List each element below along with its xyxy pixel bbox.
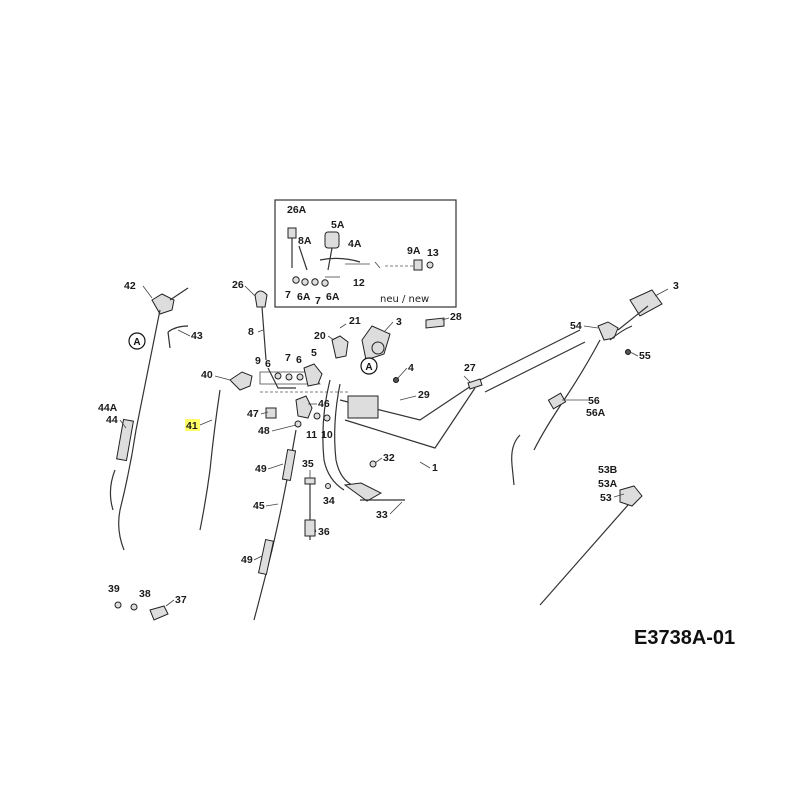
part-label: 49: [241, 554, 253, 566]
part-label: 6: [265, 358, 271, 370]
part-label: 27: [464, 362, 476, 374]
circle-marker-a-left: A: [128, 332, 146, 350]
part-label: 10: [321, 429, 333, 441]
inset-detail: [274, 199, 457, 308]
cable-45: [253, 429, 331, 621]
part-label: 37: [175, 594, 187, 606]
part-label: 5A: [331, 219, 345, 231]
part-label: 53B: [598, 464, 618, 476]
drawing-code: E3738A-01: [634, 627, 736, 649]
part-label: 3: [396, 316, 402, 328]
handle-frame: [322, 317, 586, 502]
part-label: 41: [186, 420, 198, 432]
part-label: 8A: [298, 235, 312, 247]
part-label: 20: [314, 330, 326, 342]
part-label: 49: [255, 463, 267, 475]
part-label: 13: [427, 247, 439, 259]
part-label: 9A: [407, 245, 421, 257]
part-label: 40: [201, 369, 213, 381]
part-label: 33: [376, 509, 388, 521]
part-label: 3: [673, 280, 679, 292]
part-label: 56A: [586, 407, 606, 419]
part-label: 4: [408, 362, 414, 374]
part-label: 36: [318, 526, 330, 538]
part-label: 39: [108, 583, 120, 595]
part-label: 44: [106, 414, 118, 426]
part-label: 34: [323, 495, 335, 507]
part-label: 43: [191, 330, 203, 342]
part-label: 48: [258, 425, 270, 437]
part-label: 55: [639, 350, 651, 362]
cable-41: [199, 371, 253, 531]
part-label: 6A: [326, 291, 340, 303]
part-label: 6A: [297, 291, 311, 303]
leader-lines: [119, 285, 669, 607]
part-label: 53: [600, 492, 612, 504]
circle-marker-label: A: [133, 337, 140, 348]
part-label: 44A: [98, 402, 118, 414]
part-label: 53A: [598, 478, 618, 490]
small-hardware: [114, 601, 169, 621]
right-grip: [511, 289, 663, 486]
part-label: 4A: [348, 238, 362, 250]
part-41-highlight: [185, 419, 200, 431]
circle-marker-a-center: A: [360, 357, 378, 375]
part-label: 26: [232, 279, 244, 291]
part-label: 11: [306, 429, 317, 441]
part-label: 42: [124, 280, 136, 292]
part-label: 47: [247, 408, 259, 420]
part-label: 8: [248, 326, 254, 338]
inset-note: neu / new: [380, 294, 429, 305]
part-label: 1: [432, 462, 438, 474]
control-bracket: [259, 363, 350, 428]
throttle-cable: [539, 485, 643, 606]
part-label: 45: [253, 500, 265, 512]
part-label: 6: [296, 354, 302, 366]
part-label: 56: [588, 395, 600, 407]
part-label: 32: [383, 452, 395, 464]
left-cable-assembly: [109, 287, 189, 551]
part-label: 35: [302, 458, 314, 470]
part-label: 46: [318, 398, 330, 410]
part-label: 12: [353, 277, 365, 289]
part-labels: 26A 5A 8A 4A 9A 13 7 6A 7 6A 12 42 43 26…: [98, 204, 679, 606]
part-label: 29: [418, 389, 430, 401]
part-label: 5: [311, 347, 317, 359]
part-label: 54: [570, 320, 582, 332]
part-label: 26A: [287, 204, 307, 216]
shift-lever: [254, 290, 296, 389]
part-label: 7: [285, 289, 291, 301]
part-label: 7: [285, 352, 291, 364]
circle-marker-label: A: [365, 362, 372, 373]
part-label: 9: [255, 355, 261, 367]
part-label: 38: [139, 588, 151, 600]
part-label: 21: [349, 315, 361, 327]
part-label: 7: [315, 295, 321, 307]
part-label: 28: [450, 311, 462, 323]
